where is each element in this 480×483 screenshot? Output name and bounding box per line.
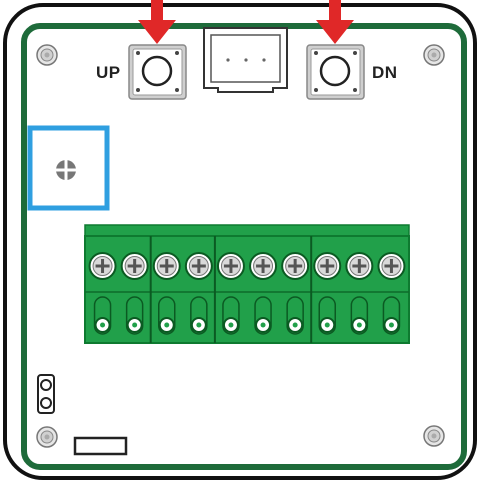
- up-button[interactable]: [128, 44, 187, 100]
- terminal-block: [84, 224, 410, 344]
- screw-icon-bottom-right: [423, 425, 445, 447]
- side-connector: [37, 374, 55, 414]
- terminal-9[interactable]: [345, 252, 374, 335]
- terminal-4[interactable]: [184, 252, 213, 335]
- screw-icon-bottom-left: [36, 426, 58, 448]
- bottom-component: [73, 436, 128, 456]
- terminal-8[interactable]: [313, 252, 342, 335]
- terminal-7[interactable]: [281, 252, 310, 335]
- terminal-3[interactable]: [152, 252, 181, 335]
- screw-icon-top-right: [423, 44, 445, 66]
- arrow-down-icon-down: [316, 0, 354, 44]
- down-button[interactable]: [306, 44, 365, 100]
- screw-icon-top-left: [36, 44, 58, 66]
- terminal-6[interactable]: [249, 252, 278, 335]
- up-label: UP: [96, 63, 121, 82]
- terminal-10[interactable]: [377, 252, 406, 335]
- potentiometer-icon[interactable]: [56, 160, 76, 180]
- terminal-5[interactable]: [216, 252, 245, 335]
- down-label: DN: [372, 63, 398, 82]
- connector-header: [203, 27, 288, 93]
- terminal-1[interactable]: [88, 252, 117, 335]
- arrow-down-icon-up: [138, 0, 176, 44]
- highlight-box: [27, 125, 110, 211]
- terminal-2[interactable]: [120, 252, 149, 335]
